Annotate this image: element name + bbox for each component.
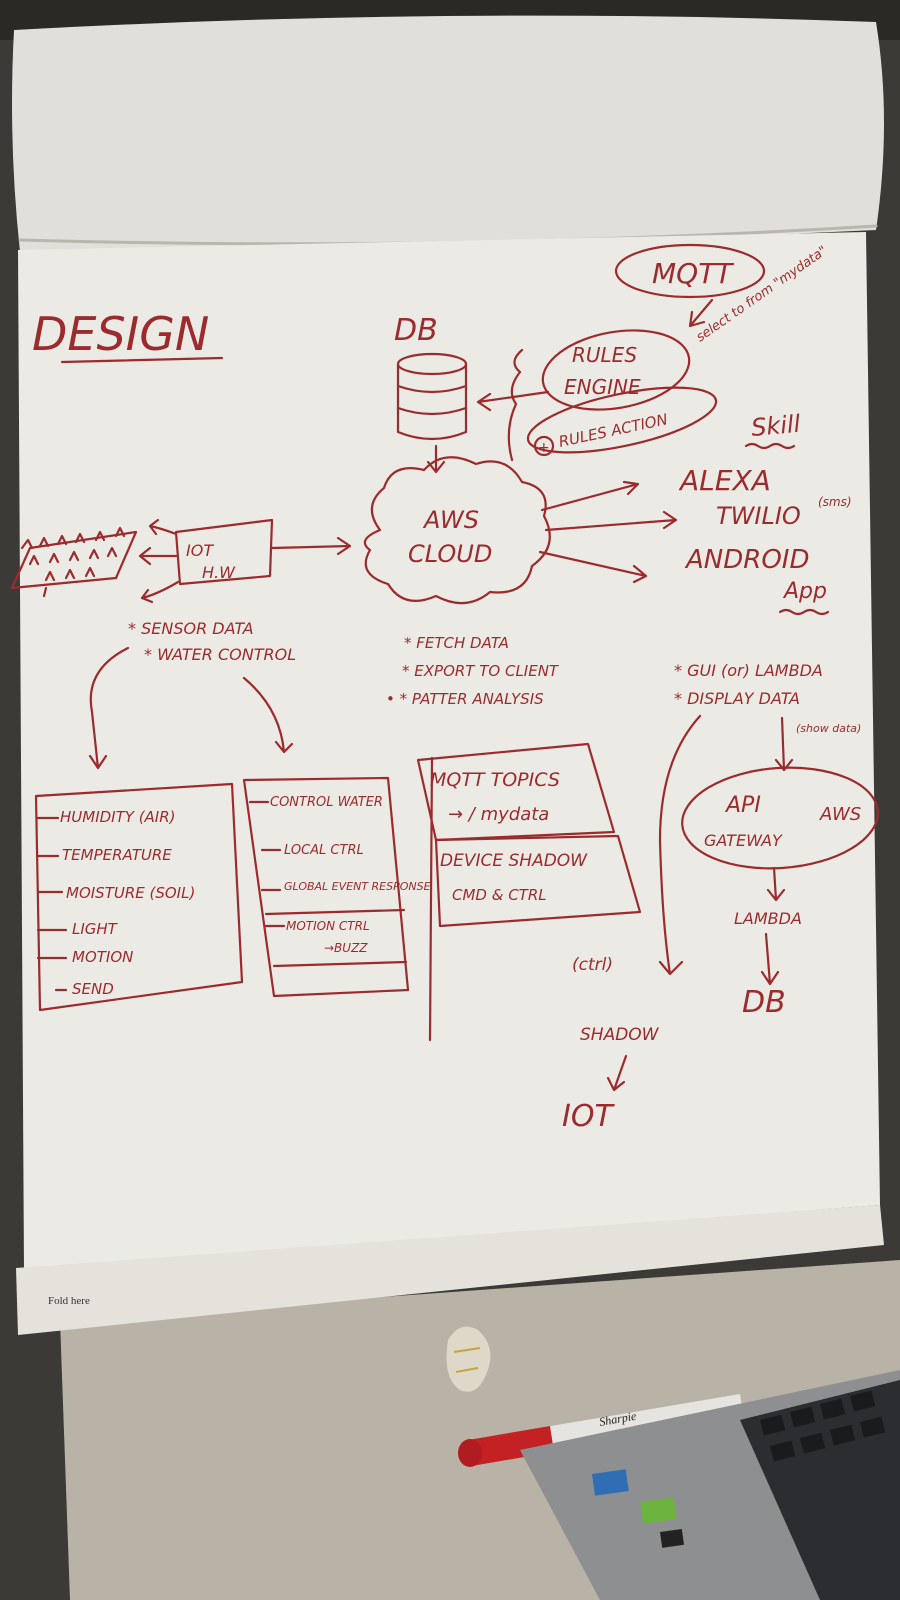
iot-hw-box bbox=[174, 518, 274, 586]
plant-sprouts bbox=[20, 526, 126, 598]
iot-hw-line1: IOT bbox=[186, 541, 214, 560]
alexa-label: ALEXA bbox=[678, 464, 771, 497]
api-to-lambda-arrow bbox=[766, 866, 786, 902]
control-item: GLOBAL EVENT RESPONSE bbox=[284, 880, 431, 893]
windows-sticker bbox=[660, 1528, 685, 1548]
cloud-to-twilio-arrow bbox=[544, 510, 678, 532]
flip-chart-sheet bbox=[18, 232, 880, 1270]
db-top-label: DB bbox=[394, 313, 438, 348]
keyboard-keys bbox=[760, 1390, 886, 1462]
rules-to-db-arrow bbox=[476, 390, 550, 412]
app-label: App bbox=[782, 579, 827, 604]
twilio-label: TWILIO bbox=[716, 502, 801, 530]
control-items: CONTROL WATER LOCAL CTRL GLOBAL EVENT RE… bbox=[248, 795, 431, 955]
sensor-item: SEND bbox=[72, 980, 114, 998]
iot-hw-line2: H.W bbox=[202, 563, 236, 582]
sensor-item: MOISTURE (SOIL) bbox=[66, 884, 195, 902]
control-item: LOCAL CTRL bbox=[284, 843, 364, 858]
mqtt-label: MQTT bbox=[652, 257, 734, 290]
buzz-label: →BUZZ bbox=[324, 941, 368, 955]
marker-brand: Sharpie bbox=[598, 1409, 638, 1429]
fold-strip bbox=[16, 1205, 884, 1335]
rules-engine-oval bbox=[541, 329, 691, 411]
api-line2: GATEWAY bbox=[704, 831, 783, 850]
android-label: ANDROID bbox=[684, 545, 809, 575]
paper-ball bbox=[446, 1326, 491, 1392]
nvidia-sticker bbox=[639, 1497, 677, 1524]
hw-arrow-bottom bbox=[140, 580, 180, 604]
rules-engine-line1: RULES bbox=[572, 343, 637, 367]
control-box bbox=[242, 776, 410, 998]
motion-ctrl-label: MOTION CTRL bbox=[286, 919, 370, 933]
twilio-note: (sms) bbox=[818, 495, 852, 509]
sensor-item: HUMIDITY (AIR) bbox=[60, 808, 176, 826]
mqtt-topic: → / mydata bbox=[448, 804, 549, 825]
laptop bbox=[520, 1370, 900, 1600]
shadow-to-iot-arrow bbox=[606, 1054, 628, 1092]
sensor-item: MOTION bbox=[72, 948, 133, 966]
sensor-items: HUMIDITY (AIR) TEMPERATURE MOISTURE (SOI… bbox=[36, 808, 195, 998]
hw-to-cloud-arrow bbox=[270, 536, 352, 556]
plant-bed bbox=[10, 530, 138, 590]
design-title: DESIGN bbox=[32, 307, 209, 361]
cloud-note-2: * EXPORT TO CLIENT bbox=[402, 662, 560, 680]
cloud-to-android-arrow bbox=[538, 550, 648, 584]
device-shadow-title: DEVICE SHADOW bbox=[440, 851, 588, 871]
plus-sign: + bbox=[538, 440, 550, 456]
hw-to-plants-arrow bbox=[138, 546, 178, 566]
aws-cloud bbox=[363, 456, 551, 605]
brace bbox=[507, 348, 524, 462]
show-data-note: (show data) bbox=[796, 722, 861, 735]
db-bottom-label: DB bbox=[742, 985, 786, 1020]
display-to-shadow-arrow bbox=[658, 714, 702, 976]
control-item: CONTROL WATER bbox=[270, 795, 383, 810]
cloud-note-3: • * PATTER ANALYSIS bbox=[386, 690, 544, 708]
device-shadow-sub: CMD & CTRL bbox=[452, 886, 547, 904]
db-cylinder bbox=[396, 352, 468, 441]
sensor-item: TEMPERATURE bbox=[62, 846, 172, 864]
lambda-to-db-arrow bbox=[760, 932, 780, 986]
vertical-divider bbox=[428, 756, 434, 1042]
intel-sticker bbox=[592, 1469, 629, 1496]
app-squiggle bbox=[778, 608, 830, 616]
app-note-2: * DISPLAY DATA bbox=[674, 689, 800, 708]
app-note-1: * GUI (or) LAMBDA bbox=[674, 661, 823, 680]
hw-note-1: * SENSOR DATA bbox=[128, 619, 254, 638]
skill-label: Skill bbox=[750, 410, 802, 442]
mqtt-topics-title: MQTT TOPICS bbox=[430, 769, 560, 791]
sensor-arrow bbox=[88, 646, 130, 770]
rules-engine-line2: ENGINE bbox=[564, 375, 641, 399]
device-shadow-box bbox=[434, 834, 642, 928]
shadow-label: SHADOW bbox=[580, 1025, 660, 1045]
cloud-to-alexa-arrow bbox=[540, 480, 640, 512]
rules-action-oval bbox=[526, 386, 718, 454]
fold-label: Fold here bbox=[48, 1295, 90, 1307]
rolled-paper bbox=[12, 15, 884, 252]
aws-label: AWS bbox=[819, 804, 861, 825]
ctrl-label: (ctrl) bbox=[572, 955, 613, 975]
lambda-label: LAMBDA bbox=[734, 909, 802, 928]
title-underline bbox=[60, 356, 224, 364]
control-box-dividers bbox=[264, 908, 408, 968]
mqtt-oval bbox=[614, 243, 766, 299]
water-arrow bbox=[242, 676, 294, 754]
hw-note-2: * WATER CONTROL bbox=[144, 645, 296, 664]
sensor-box bbox=[34, 782, 244, 1012]
cloud-line1: AWS bbox=[422, 506, 479, 534]
mqtt-arrow bbox=[688, 298, 714, 328]
mqtt-topics-box bbox=[416, 742, 616, 842]
cloud-line2: CLOUD bbox=[408, 540, 492, 568]
api-gateway-oval bbox=[681, 766, 879, 870]
skill-squiggle bbox=[744, 442, 796, 450]
cloud-note-1: * FETCH DATA bbox=[404, 634, 509, 652]
iot-bottom-label: IOT bbox=[562, 1099, 615, 1134]
hw-arrow-top bbox=[148, 518, 178, 536]
plus-circle bbox=[533, 435, 555, 457]
api-line1: API bbox=[724, 793, 761, 818]
sensor-item: LIGHT bbox=[72, 920, 119, 938]
